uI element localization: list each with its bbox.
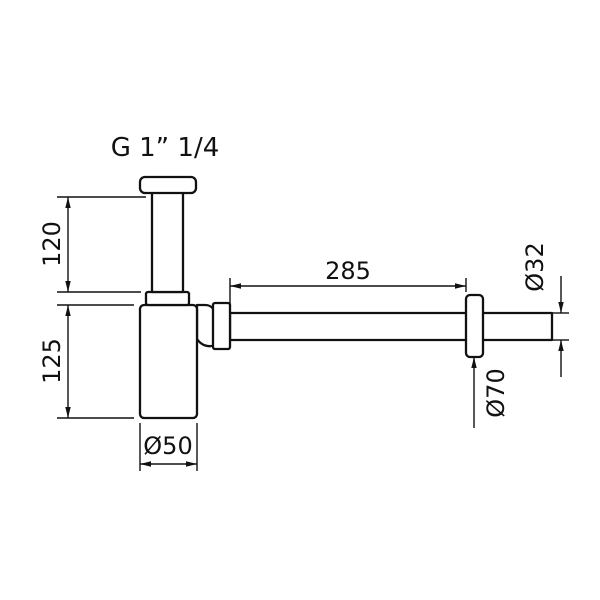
thread-size-label: G 1” 1/4 [111, 133, 220, 163]
outlet-nut [211, 301, 232, 351]
dimension-label-d70: Ø70 [482, 368, 510, 417]
dimension-label-d32: Ø32 [521, 242, 549, 291]
trap-body [138, 303, 199, 420]
wall-flange [464, 293, 485, 359]
outlet-pipe [228, 311, 554, 342]
inlet-thread-flange [138, 175, 198, 195]
arrowhead-down [558, 302, 564, 313]
arrowhead-up [558, 340, 564, 351]
siphon-part [138, 175, 554, 420]
dimension-label-120: 120 [38, 221, 66, 267]
dimension-outlet-length: 285 [229, 257, 467, 309]
dimension-inlet-height: 120 [38, 196, 146, 293]
dimension-body-diameter: Ø50 [139, 423, 198, 471]
inlet-pipe [150, 190, 185, 294]
dimension-label-d50: Ø50 [143, 432, 192, 460]
arrowhead-up [65, 197, 71, 208]
arrowhead-down [65, 281, 71, 292]
dimension-flange-diameter: Ø70 [471, 357, 510, 428]
arrowhead-up [65, 305, 71, 316]
arrowhead-right [186, 461, 197, 467]
arrowhead-down [65, 407, 71, 418]
dimension-label-125: 125 [38, 338, 66, 384]
dimension-body-height: 125 [38, 304, 134, 419]
arrowhead-up [471, 357, 477, 368]
dimension-label-285: 285 [325, 257, 371, 285]
arrowhead-right [455, 283, 466, 289]
arrowhead-left [230, 283, 241, 289]
arrowhead-left [140, 461, 151, 467]
dimension-outlet-diameter: Ø32 [521, 242, 569, 377]
body-collar [144, 290, 191, 307]
